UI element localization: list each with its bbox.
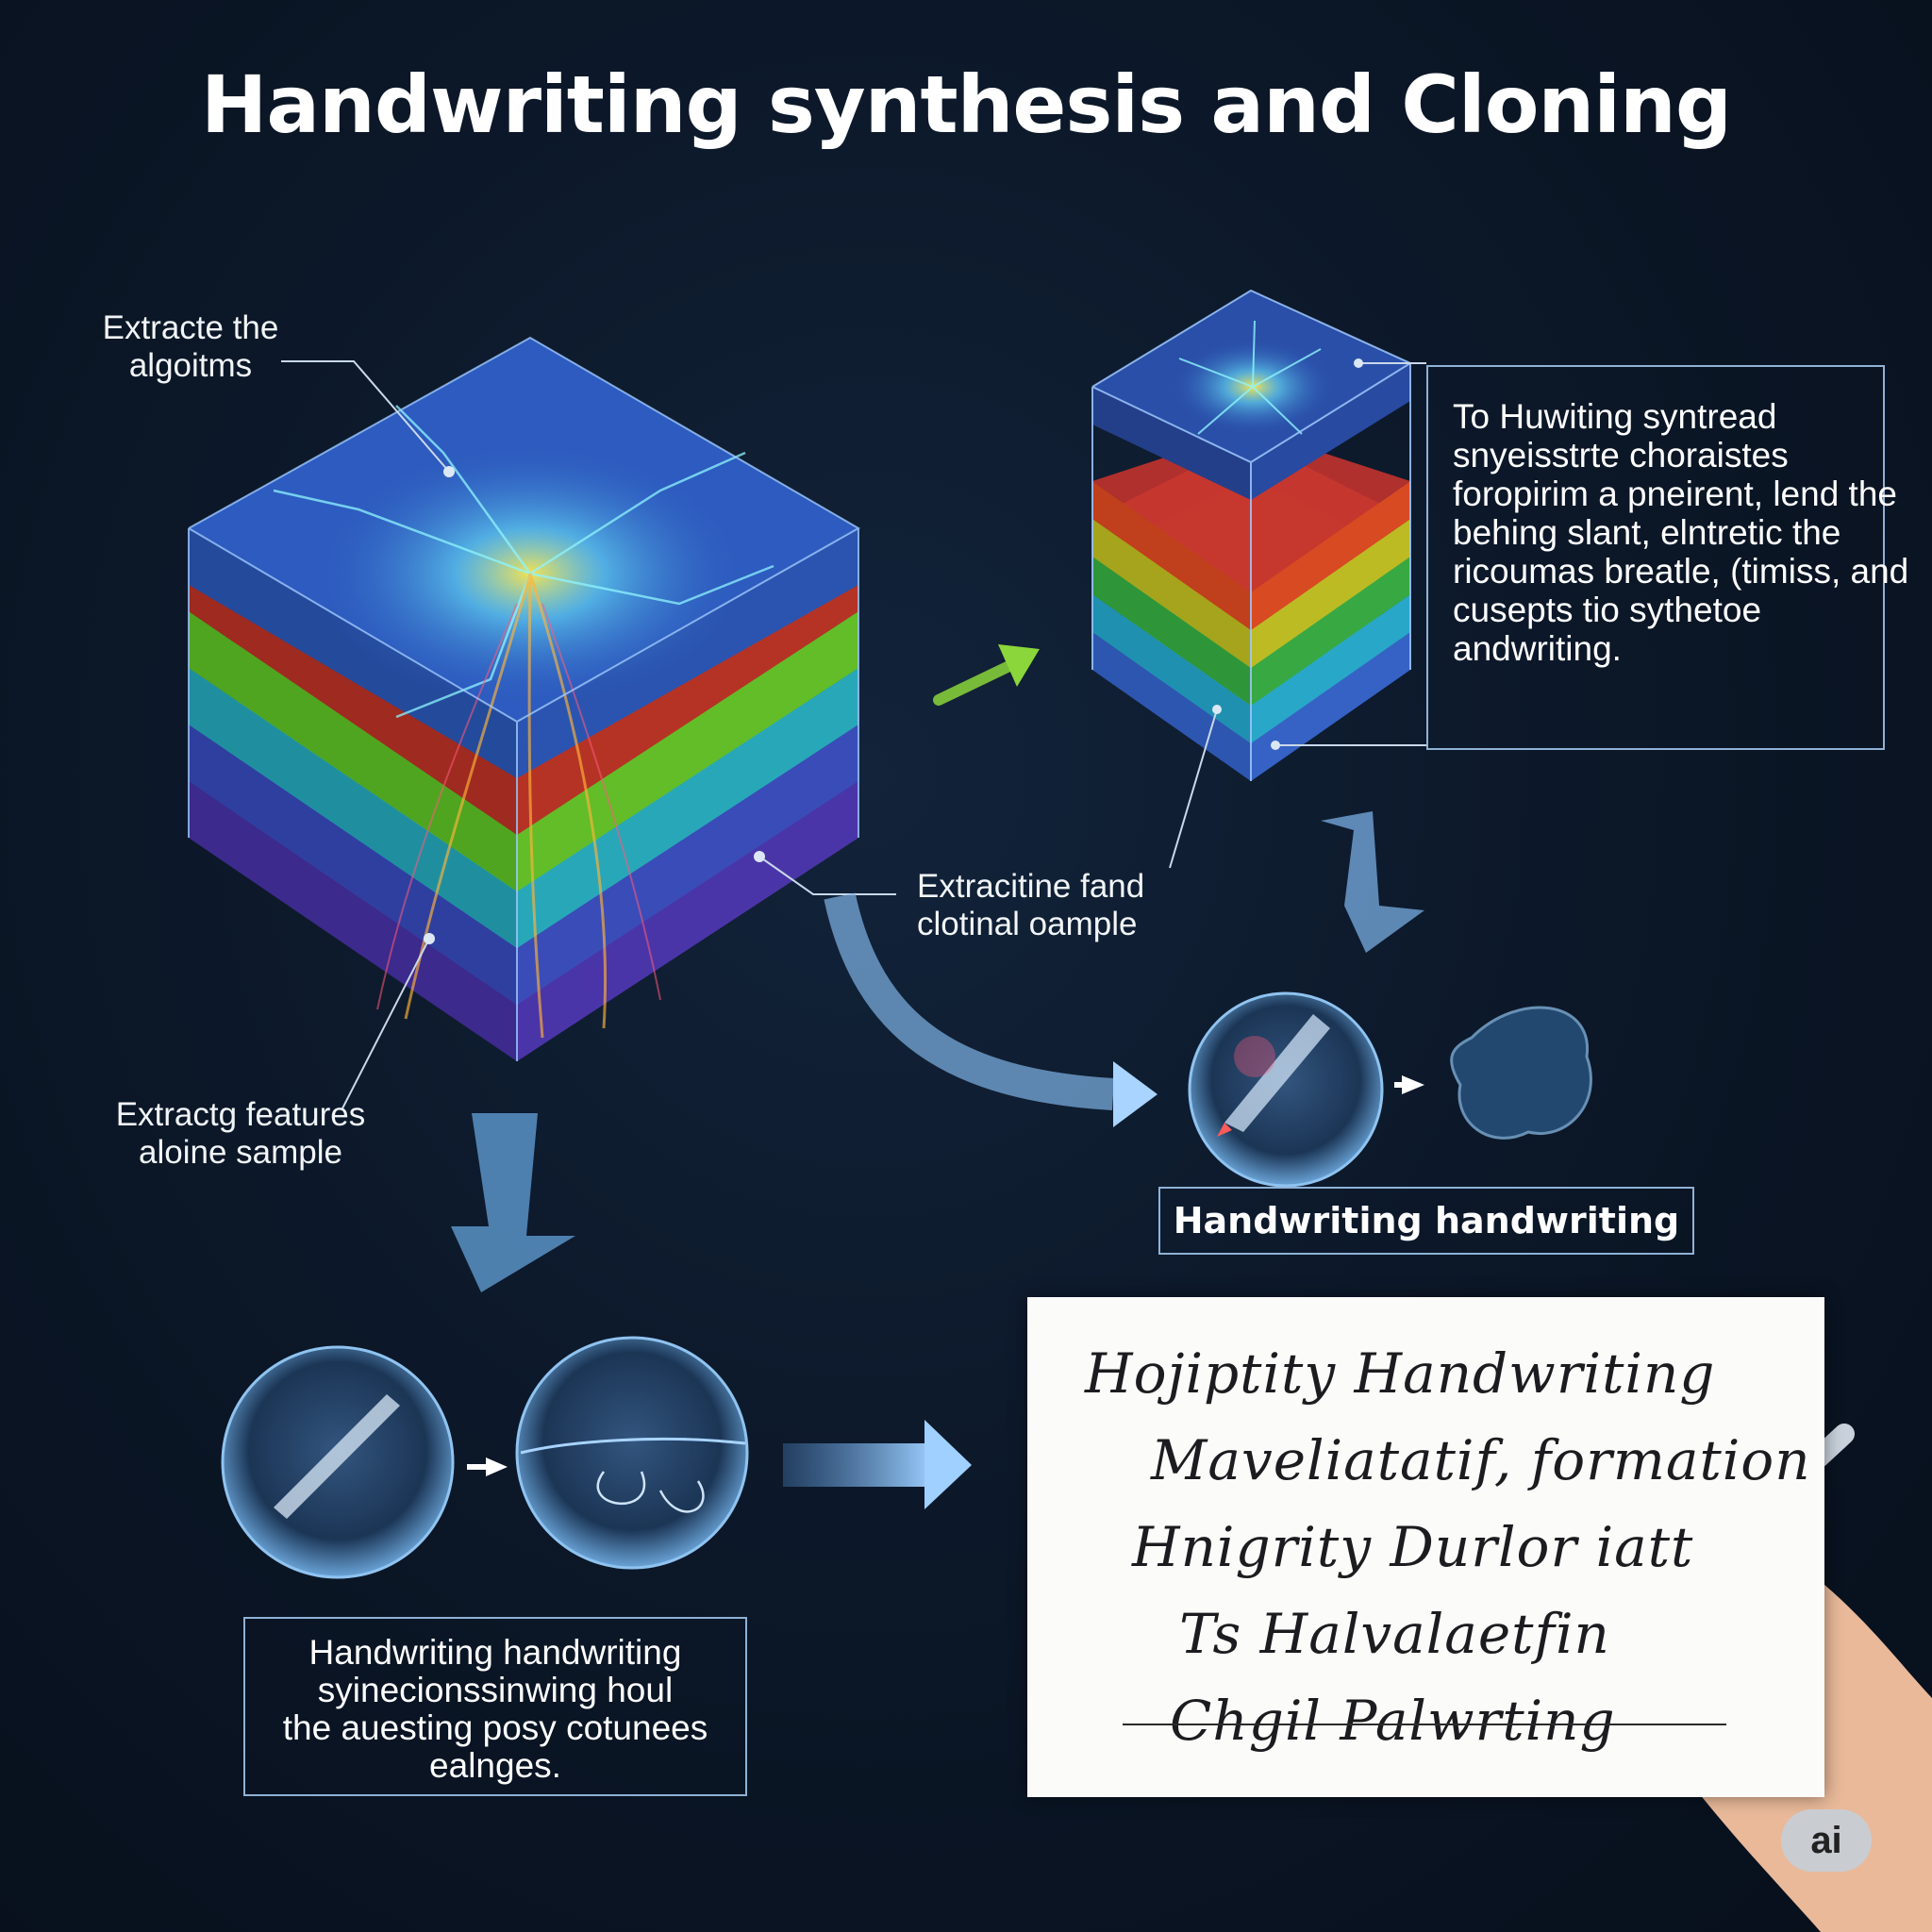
small-layer-stack xyxy=(1091,289,1413,781)
caption-line: Handwriting handwriting xyxy=(308,1633,682,1672)
caption-line: ealnges. xyxy=(429,1746,561,1785)
small-arrow-right-bottom xyxy=(486,1457,508,1476)
caption-line: the auesting posy cotunees xyxy=(282,1708,708,1747)
script-line: Hnigrity Durlor iatt xyxy=(1132,1515,1694,1579)
label-extracting-cloning: Extracitine fand clotinal oample xyxy=(917,868,1200,943)
large-layer-stack xyxy=(188,336,861,1061)
description-line: lend the behing slant, xyxy=(1453,475,1897,552)
leader-dots xyxy=(424,358,1363,944)
orb-pen-left xyxy=(221,1345,455,1579)
arrow-down-left xyxy=(451,1113,575,1292)
description-frame xyxy=(1426,365,1885,750)
ai-badge: ai xyxy=(1781,1809,1872,1872)
script-line: Chgil Palwrting xyxy=(1170,1689,1616,1753)
arrow-green xyxy=(933,644,1040,706)
arrow-right-bottom xyxy=(783,1420,972,1509)
description-line: elntretic the ricoumas xyxy=(1453,513,1841,591)
description-line: snyeisstrte choraistes xyxy=(1453,436,1789,475)
orb-strokes xyxy=(515,1336,749,1570)
label-extract-algorithms-line1: Extracte the xyxy=(102,309,279,346)
script-line: Maveliatatif, formation xyxy=(1151,1428,1811,1492)
description-line: cusepts tio sythetoe xyxy=(1453,591,1762,629)
description-line: breatle, (timiss, and xyxy=(1604,552,1909,591)
description-line: To Huwiting syntread xyxy=(1453,397,1777,436)
label-extracting-cloning-line1: Extracitine fand xyxy=(917,868,1145,905)
leader-lines xyxy=(281,360,1426,1109)
label-extract-algorithms-line2: algoitms xyxy=(128,347,253,384)
label-extracting-cloning-line2: clotinal oample xyxy=(917,906,1138,942)
caption-line: syinecionssinwing houl xyxy=(317,1671,674,1709)
script-line: Ts Halvalaetfin xyxy=(1179,1602,1610,1666)
label-extracting-features-line1: Extractg features xyxy=(115,1096,366,1133)
label-extract-algorithms: Extracte the algoitms xyxy=(87,309,294,385)
arrow-down-right xyxy=(1321,811,1424,953)
handwriting-caption-box: Handwriting handwriting syinecionssinwin… xyxy=(243,1617,747,1796)
handwriting-sample-text: Hojiptity Handwriting Maveliatatif, form… xyxy=(1085,1330,1811,1764)
description-line: foropirim a pneirent, xyxy=(1453,475,1764,513)
description-text: To Huwiting syntread snyeisstrte chorais… xyxy=(1453,397,1932,668)
glass-cloud-shape xyxy=(1450,1006,1592,1140)
label-extracting-features: Extractg features aloine sample xyxy=(94,1096,387,1172)
page-title: Handwriting synthesis and Cloning xyxy=(201,58,1732,151)
label-extracting-features-line2: aloine sample xyxy=(139,1134,342,1171)
arrow-curved-right xyxy=(824,892,1158,1127)
orb-pen-right xyxy=(1188,991,1384,1188)
description-line: andwriting. xyxy=(1453,629,1622,668)
script-line: Hojiptity Handwriting xyxy=(1085,1341,1716,1406)
handwriting-label-right: Handwriting handwriting xyxy=(1158,1187,1694,1255)
handwriting-sample-paper xyxy=(1027,1297,1824,1797)
